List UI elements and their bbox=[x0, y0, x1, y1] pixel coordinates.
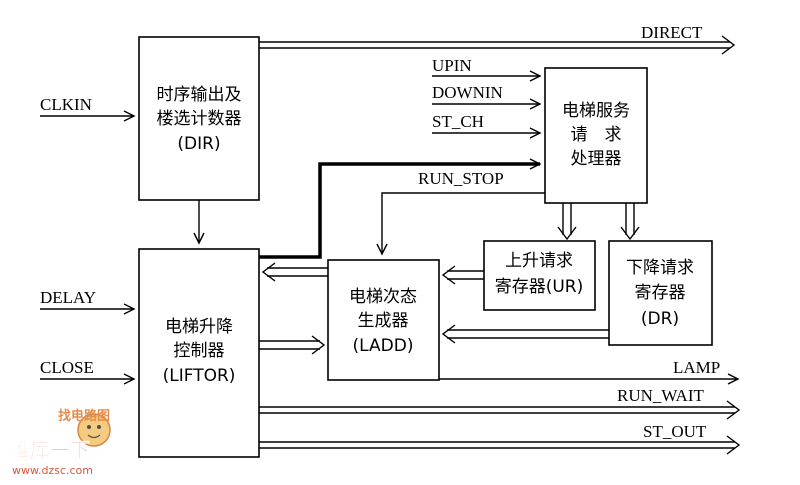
clkin-label: CLKIN bbox=[40, 95, 92, 114]
service-to-dr-arrow bbox=[620, 203, 640, 241]
service-line-2: 请 求 bbox=[571, 125, 622, 145]
mascot-icon bbox=[77, 413, 111, 447]
downin-label: DOWNIN bbox=[432, 83, 503, 102]
service-to-ur-arrow bbox=[557, 203, 577, 241]
dir-line-1: 时序输出及 bbox=[157, 85, 242, 105]
ur-line-2: 寄存器(UR) bbox=[495, 277, 584, 297]
dir-line-3: (DIR) bbox=[177, 134, 220, 154]
dr-line-1: 下降请求 bbox=[626, 258, 694, 278]
ur-block: 上升请求 寄存器(UR) bbox=[483, 240, 596, 311]
watermark-top: 找电路图 bbox=[58, 408, 110, 424]
run-wait-signal: RUN_WAIT bbox=[259, 386, 741, 420]
delay-signal: DELAY bbox=[40, 288, 136, 315]
service-line-3: 处理器 bbox=[571, 149, 622, 169]
watermark: 找电路图 维库一下 www.dzsc.com bbox=[10, 408, 111, 477]
ladd-to-lifter-arrow bbox=[261, 262, 328, 282]
ladd-line-1: 电梯次态 bbox=[349, 287, 417, 307]
watermark-url: www.dzsc.com bbox=[12, 464, 93, 477]
clkin-signal: CLKIN bbox=[40, 95, 136, 122]
service-block: 电梯服务 请 求 处理器 bbox=[544, 67, 648, 204]
run-stop-label: RUN_STOP bbox=[418, 169, 504, 188]
ladd-block: 电梯次态 生成器 (LADD) bbox=[327, 259, 440, 381]
lifter-to-service-bus bbox=[259, 158, 542, 259]
lifter-line-1: 电梯升降 bbox=[165, 317, 233, 337]
lifter-line-3: (LIFTOR) bbox=[163, 366, 236, 386]
st-ch-signal: ST_CH bbox=[432, 112, 542, 139]
close-signal: CLOSE bbox=[40, 358, 136, 385]
service-line-1: 电梯服务 bbox=[562, 101, 630, 121]
direct-signal: DIRECT bbox=[259, 23, 736, 55]
lifter-block: 电梯升降 控制器 (LIFTOR) bbox=[138, 248, 260, 458]
delay-label: DELAY bbox=[40, 288, 96, 307]
run-stop-signal: RUN_STOP bbox=[376, 169, 545, 256]
dr-block: 下降请求 寄存器 (DR) bbox=[608, 240, 713, 346]
dir-block: 时序输出及 楼选计数器 (DIR) bbox=[138, 36, 260, 201]
st-out-signal: ST_OUT bbox=[259, 422, 741, 455]
lifter-to-ladd-arrow bbox=[259, 335, 326, 355]
close-label: CLOSE bbox=[40, 358, 94, 377]
ur-line-1: 上升请求 bbox=[505, 251, 573, 271]
upin-label: UPIN bbox=[432, 56, 472, 75]
dir-to-lifter-arrow bbox=[193, 200, 205, 245]
lamp-signal: LAMP bbox=[439, 358, 740, 385]
direct-label: DIRECT bbox=[641, 23, 703, 42]
watermark-brand: 维库一下 bbox=[10, 438, 90, 462]
lamp-label: LAMP bbox=[673, 358, 720, 377]
lifter-line-2: 控制器 bbox=[174, 341, 225, 361]
ladd-line-2: 生成器 bbox=[358, 311, 409, 331]
dr-line-2: 寄存器 bbox=[635, 283, 686, 303]
run-wait-label: RUN_WAIT bbox=[617, 386, 704, 405]
ladd-line-3: (LADD) bbox=[353, 336, 414, 356]
st-out-label: ST_OUT bbox=[643, 422, 707, 441]
dr-to-ladd-arrow bbox=[441, 324, 609, 344]
downin-signal: DOWNIN bbox=[432, 83, 542, 110]
st-ch-label: ST_CH bbox=[432, 112, 484, 131]
ur-to-ladd-arrow bbox=[441, 265, 484, 285]
dir-line-2: 楼选计数器 bbox=[157, 109, 242, 129]
dr-line-3: (DR) bbox=[641, 309, 679, 329]
upin-signal: UPIN bbox=[432, 56, 542, 82]
